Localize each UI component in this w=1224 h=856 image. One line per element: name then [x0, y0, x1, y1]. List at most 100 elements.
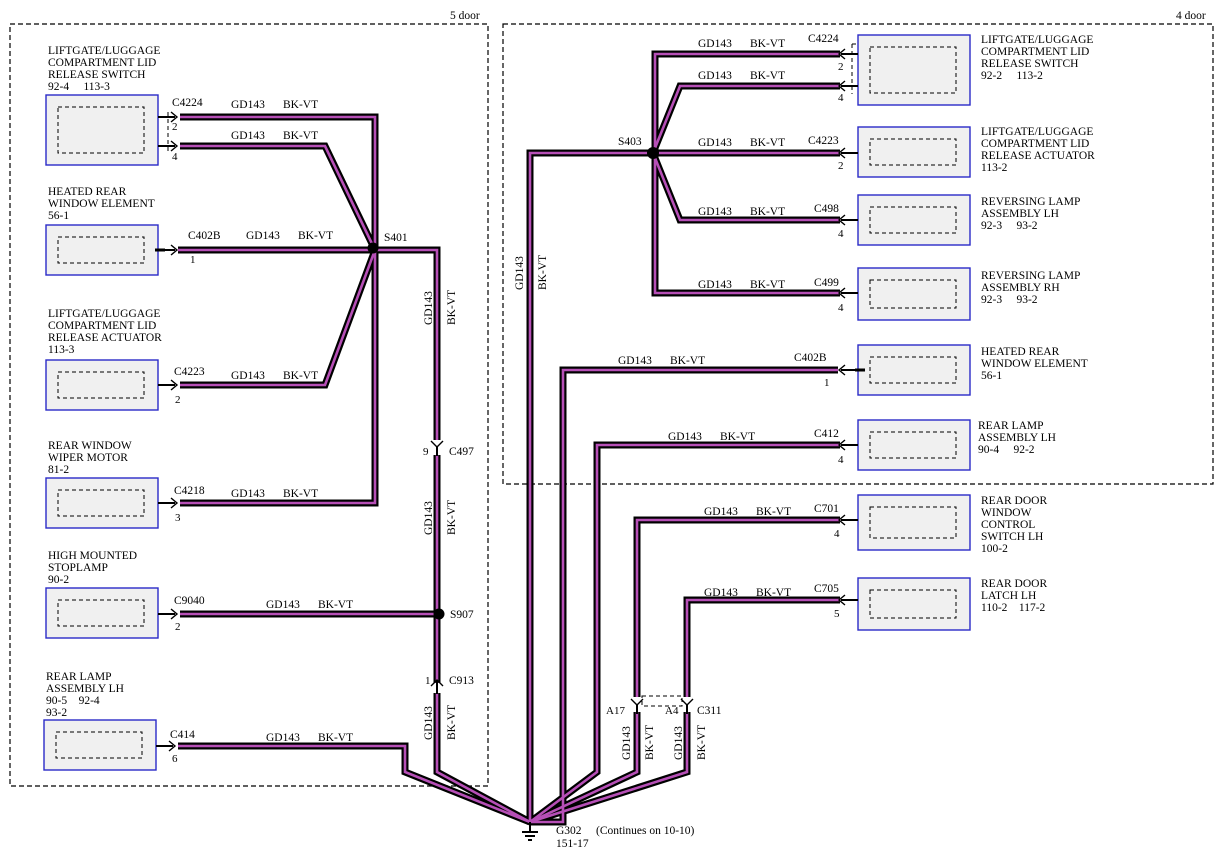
component-label-line: HIGH MOUNTED [48, 550, 137, 562]
wire-code: GD143 [704, 506, 738, 518]
wire-code: GD143 [266, 599, 300, 611]
component-inner-outline [57, 371, 145, 399]
wire-code: GD143 [698, 38, 732, 50]
component-label-line: WIPER MOTOR [48, 452, 128, 464]
wire-bundle-tracer [178, 52, 840, 824]
component-label-line: LIFTGATE/LUGGAGE [48, 45, 160, 57]
connector-pin: 1 [190, 254, 196, 266]
component-label-line: WINDOW [981, 507, 1032, 519]
component-box [857, 344, 971, 396]
component-label-line: RELEASE SWITCH [48, 69, 145, 81]
wire-color: BK-VT [283, 370, 318, 382]
component-inner-outline [57, 236, 145, 264]
connectors-layer: 24C42241C402B2C42233C42182C90406C41424C4… [155, 33, 865, 765]
wire-color: BK-VT [446, 705, 458, 740]
wire-code: GD143 [514, 256, 526, 290]
wire-code: GD143 [423, 706, 435, 740]
c913-pin: 1 [425, 675, 431, 687]
wire-code: GD143 [266, 732, 300, 744]
splice-s403-dot [647, 147, 659, 159]
component-box [45, 587, 159, 639]
component-label-line: REVERSING LAMP [981, 196, 1080, 208]
connector-name: C4223 [808, 135, 839, 147]
component-label-line: 113-3 [48, 344, 75, 356]
component-label-line: REAR DOOR [981, 495, 1047, 507]
wire-code: GD143 [698, 206, 732, 218]
wire-color: BK-VT [318, 732, 353, 744]
component-label-line: ASSEMBLY RH [981, 282, 1060, 294]
wire-color: BK-VT [446, 500, 458, 535]
splice-s401-dot [367, 242, 379, 254]
component-label-line: COMPARTMENT LID [48, 57, 156, 69]
component-box [43, 719, 157, 771]
component-label-line: LIFTGATE/LUGGAGE [981, 126, 1093, 138]
wire-color: BK-VT [720, 431, 755, 443]
component-inner-outline [869, 279, 957, 309]
wire-color: BK-VT [756, 506, 791, 518]
component-box [857, 577, 971, 631]
c497-label: C497 [449, 446, 474, 458]
wire-code: GD143 [673, 726, 685, 760]
wire-code: GD143 [231, 99, 265, 111]
connector-name: C499 [814, 277, 839, 289]
connector-pin: 4 [838, 302, 844, 314]
component-label-line: ASSEMBLY LH [46, 683, 124, 695]
connector-pin: 4 [172, 151, 178, 163]
connector-pin: 1 [824, 377, 830, 389]
connector-name: C4224 [808, 33, 839, 45]
ground-ref: 151-17 [556, 838, 589, 850]
component-label-line: REAR LAMP [46, 671, 112, 683]
component-label-line: 90-5 92-4 [46, 695, 100, 707]
wire-code: GD143 [246, 230, 280, 242]
connector-name: C402B [794, 352, 827, 364]
component-label-line: LIFTGATE/LUGGAGE [981, 34, 1093, 46]
connector-pin: 4 [838, 454, 844, 466]
c913-label: C913 [449, 675, 474, 687]
connector-r-c402b: 1 C402B [794, 352, 865, 389]
component-box [45, 94, 159, 166]
five-door-label: 5 door [450, 10, 480, 22]
component-box [45, 224, 159, 276]
component-label-line: REVERSING LAMP [981, 270, 1080, 282]
connector-pin: 2 [175, 394, 181, 406]
component-label-line: 110-2 117-2 [981, 602, 1046, 614]
wire-color: BK-VT [283, 488, 318, 500]
connector-r-c499: 4 C499 [814, 277, 858, 314]
component-label-line: REAR WINDOW [48, 440, 132, 452]
component-inner-outline [869, 589, 957, 619]
wire-label-vertical: GD143 BK-VT [423, 705, 458, 740]
ground-g302: G302 (Continues on 10-10) 151-17 [522, 822, 695, 850]
component-label-line: COMPARTMENT LID [48, 320, 156, 332]
wire-color: BK-VT [283, 130, 318, 142]
component-label-line: SWITCH LH [981, 531, 1043, 543]
component-inner-outline [869, 46, 957, 94]
component-label-line: CONTROL [981, 519, 1035, 531]
wire-color: BK-VT [283, 99, 318, 111]
component-box [45, 359, 159, 411]
component-label-line: 92-2 113-2 [981, 70, 1043, 82]
component-inner-outline [57, 599, 145, 627]
wire-color: BK-VT [644, 725, 656, 760]
component-inner-outline [57, 489, 145, 517]
wire-color: BK-VT [298, 230, 333, 242]
